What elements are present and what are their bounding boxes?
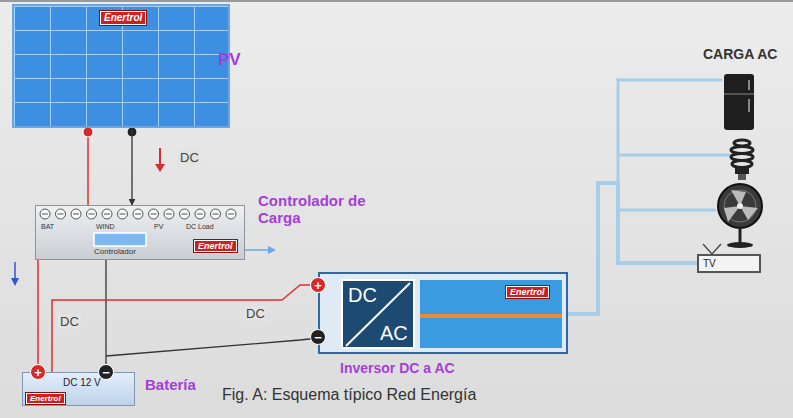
pv-positive-terminal [83,127,93,137]
flow-arrow-head [155,164,165,172]
tv-antenna [703,244,721,254]
edge-label: DC [178,150,201,165]
ac-bus [618,78,730,210]
battery-heading: Batería [145,376,196,393]
solar-panel: PVEnertrol [12,4,230,128]
inverter-heading: Inversor DC a AC [340,360,455,376]
flow-arrow-head [268,246,276,254]
terminal-label: WIND [96,223,115,231]
battery-rating: DC 12 V [63,377,101,389]
brand-badge: Enertrol [26,393,65,404]
inverter: Inversor DC a ACDCACEnertrol [318,272,568,354]
edge-label: DC [58,314,81,329]
wire-connector [131,128,132,205]
charge-controller: Controlador de CargaBATWINDPVDC LoadCont… [35,205,245,260]
section-heading: CARGA AC [703,46,777,62]
negative-wire [105,260,106,364]
terminal-symbol: − [98,364,114,380]
top-rule [0,0,793,2]
terminal-symbol: + [30,364,46,380]
wire-connector [568,183,697,314]
terminal-symbol: + [310,277,326,293]
bulb-icon [731,140,753,180]
charge-controller-art [36,206,246,261]
negative-wire [106,338,318,356]
display-label: Controlador [94,247,136,256]
icon-ac: AC [380,322,408,345]
brand-badge: Enertrol [194,240,237,252]
tv-icon: TV [697,254,761,273]
controller-heading: Controlador de Carga [258,192,398,227]
terminal-label: DC Load [186,223,214,231]
figure-caption: Fig. A: Esquema típico Red Energía [222,386,476,404]
fridge-icon [724,74,754,130]
terminal-label: BAT [41,223,54,231]
edge-label: DC [244,306,267,321]
brand-badge: Enertrol [100,11,146,25]
pv-positive-wire [87,132,89,205]
flow-arrow-head [11,278,19,286]
fan-icon [718,184,762,248]
wire-connector [37,260,39,372]
icon-dc: DC [348,284,377,307]
terminal-label: PV [154,223,163,231]
wire-connector [52,285,318,372]
terminal-symbol: − [310,329,326,345]
panel-heading: PV [218,50,241,70]
brand-badge: Enertrol [506,286,549,298]
tv-label: TV [703,258,716,270]
